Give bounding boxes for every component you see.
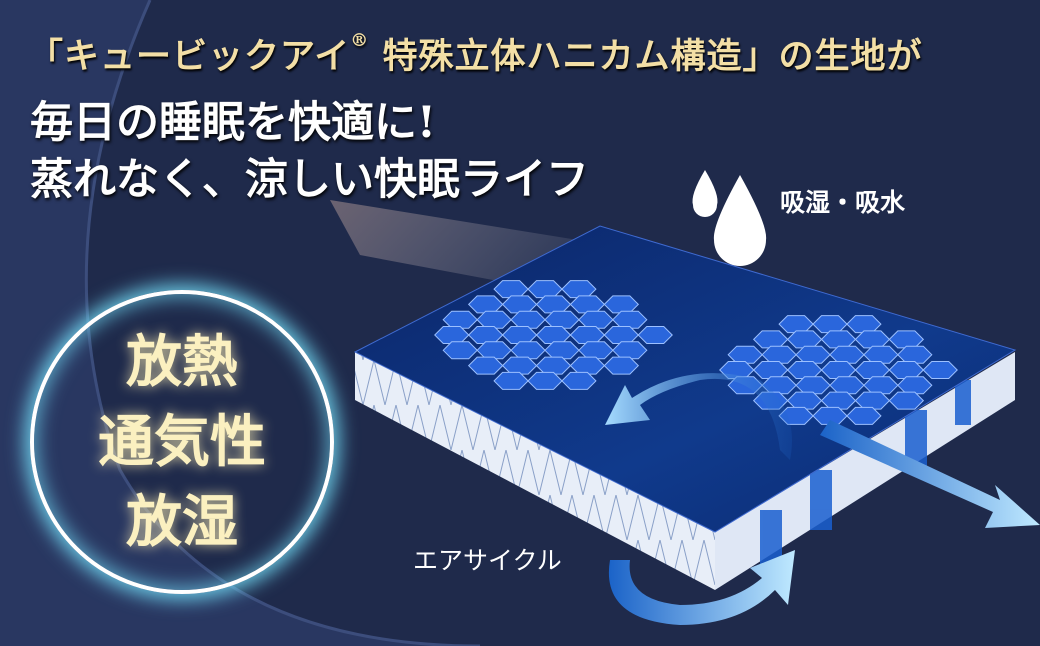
honeycomb-pattern [434,280,958,425]
air-cycle-label: エアサイクル [413,546,562,575]
panel-left-side [355,352,715,590]
air-arrow-bottom [608,550,795,625]
panel-right-side [715,352,1015,590]
hex-cell [888,330,925,349]
hex-cell [637,326,673,344]
feature-moisture-release: 放湿 [126,489,238,555]
hex-cell [846,406,882,425]
headline: 「キュービックアイ® 特殊立体ハニカム構造」の生地が [28,28,922,79]
hex-cell [846,315,882,334]
hex-cell [888,391,925,410]
feature-circle: 放熱 通気性 放湿 [30,290,334,594]
absorb-label: 吸湿・吸水 [780,188,906,217]
hex-cell [603,295,640,314]
feature-heat-release: 放熱 [126,329,238,395]
hex-cell [561,280,597,299]
water-drop-icon [692,170,718,217]
air-arrow-top [605,373,792,460]
air-arrow-right [820,420,1040,528]
tagline-2: 蒸れなく、涼しい快眠ライフ [30,155,589,205]
tagline-1: 毎日の睡眠を快適に! [30,98,436,148]
water-drop-icon [713,175,767,266]
registered-mark: ® [350,30,370,51]
hex-cell [561,371,597,390]
hex-cell [603,356,640,375]
headline-text: 特殊立体ハニカム構造」の生地が [369,36,923,77]
headline-text: 「キュービックアイ [28,36,351,77]
feature-breathability: 通気性 [98,409,266,475]
hex-cell [922,361,958,379]
